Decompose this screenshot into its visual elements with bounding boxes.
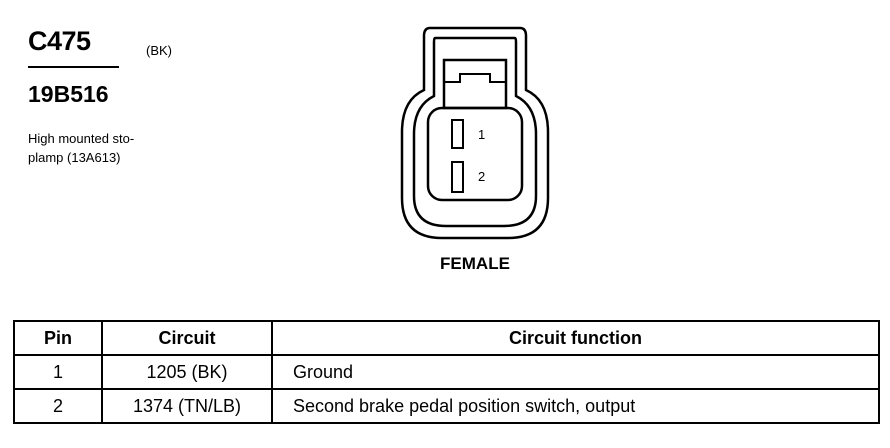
table-header-row: Pin Circuit Circuit function xyxy=(13,320,880,356)
description-line-2: plamp (13A613) xyxy=(28,150,121,165)
connector-description: High mounted sto- plamp (13A613) xyxy=(28,129,173,167)
pin-2-label: 2 xyxy=(478,169,485,184)
color-code: (BK) xyxy=(146,43,172,58)
pin-cell: 1 xyxy=(13,354,103,390)
circuit-cell: 1374 (TN/LB) xyxy=(101,388,273,424)
table-row: 1 1205 (BK) Ground xyxy=(13,354,880,390)
circuit-function-cell: Second brake pedal position switch, outp… xyxy=(271,388,880,424)
connector-id-underline xyxy=(28,66,119,68)
connector-gender-label: FEMALE xyxy=(440,254,510,273)
pin-2-cavity xyxy=(451,161,464,193)
circuit-function-cell: Ground xyxy=(271,354,880,390)
connector-id: C475 xyxy=(28,26,91,56)
table-row: 2 1374 (TN/LB) Second brake pedal positi… xyxy=(13,388,880,424)
latch-tab xyxy=(444,73,506,83)
housing-outer-outline xyxy=(400,26,550,240)
pin-cell: 2 xyxy=(13,388,103,424)
pin-1-label: 1 xyxy=(478,127,485,142)
column-header-circuit-function: Circuit function xyxy=(271,320,880,356)
pin-1-cavity xyxy=(451,119,464,149)
housing-inner-outline xyxy=(412,36,538,228)
pin-cavity-block xyxy=(426,106,524,202)
description-line-1: High mounted sto- xyxy=(28,131,135,146)
connector-face-diagram: 1 2 xyxy=(400,26,550,240)
part-number: 19B516 xyxy=(28,81,109,107)
locking-latch xyxy=(442,58,508,110)
column-header-circuit: Circuit xyxy=(101,320,273,356)
pin-table: Pin Circuit Circuit function 1 1205 (BK)… xyxy=(13,320,880,424)
circuit-cell: 1205 (BK) xyxy=(101,354,273,390)
column-header-pin: Pin xyxy=(13,320,103,356)
